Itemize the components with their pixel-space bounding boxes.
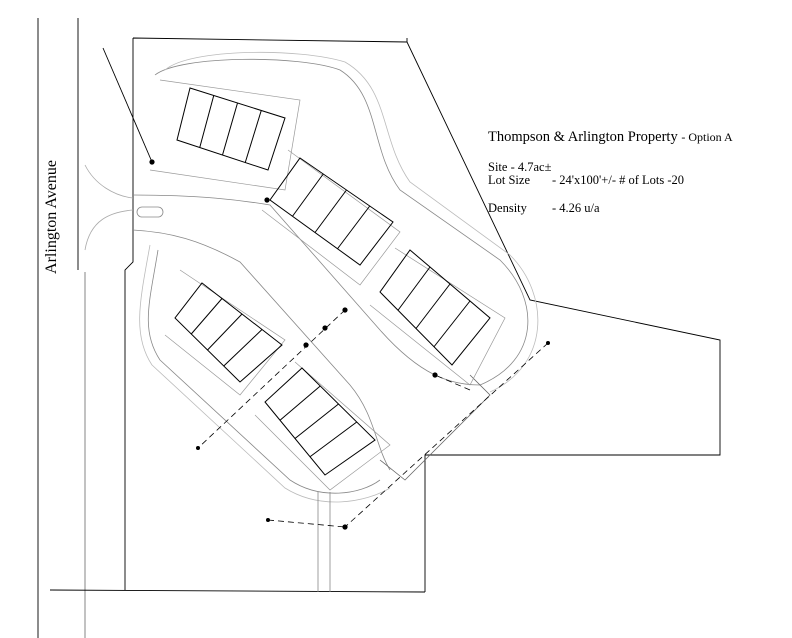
lot-block [176,87,286,171]
lot-divider [415,283,451,329]
lot-divider [292,173,324,217]
leader-line [102,47,153,163]
survey-point [342,524,348,530]
survey-point [322,325,328,331]
lot-divider [433,300,471,348]
option-label: - Option A [681,130,733,144]
lot-block [264,367,376,476]
survey-point [264,197,270,203]
survey-point [196,446,200,450]
site-area: Site - 4.7ac± [488,160,552,174]
lot-block [269,157,394,266]
survey-point [546,341,550,345]
survey-point [266,518,270,522]
lot-blocks [174,87,491,476]
south-line [49,589,426,593]
lot-size-label: Lot Size [488,173,531,187]
lot-divider [397,266,431,311]
lot-divider [337,205,371,250]
lot-divider [190,298,223,335]
survey-point [432,372,438,378]
lot-block [379,249,491,366]
lot-divider [309,421,358,458]
street-label: Arlington Avenue [43,160,60,274]
lot-divider [244,110,262,163]
survey-point [149,159,155,165]
utility-lines [197,309,549,528]
legend-title: Thompson & Arlington Property - Option A [488,129,733,146]
density-row: Density - 4.26 u/a [488,201,600,216]
lot-block [174,282,283,383]
lot-size-value: - 24'x100'+/- # of Lots -20 [552,173,685,187]
lot-divider [207,313,243,351]
survey-point [342,307,348,313]
lot-divider [223,329,263,367]
lot-lines [149,79,506,491]
property-boundary [124,37,721,592]
lot-divider [222,102,238,156]
project-name: Thompson & Arlington Property [488,129,678,145]
lot-size-row: Lot Size - 24'x100'+/- # of Lots -20 [488,173,684,188]
lot-divider [279,385,321,421]
density-label: Density [488,201,527,215]
internal-road [84,51,539,592]
density-value: - 4.26 u/a [552,201,600,215]
lot-divider [199,95,215,148]
lot-divider [314,189,347,233]
survey-point [303,342,309,348]
lot-divider [294,403,339,439]
survey-points [149,159,550,530]
